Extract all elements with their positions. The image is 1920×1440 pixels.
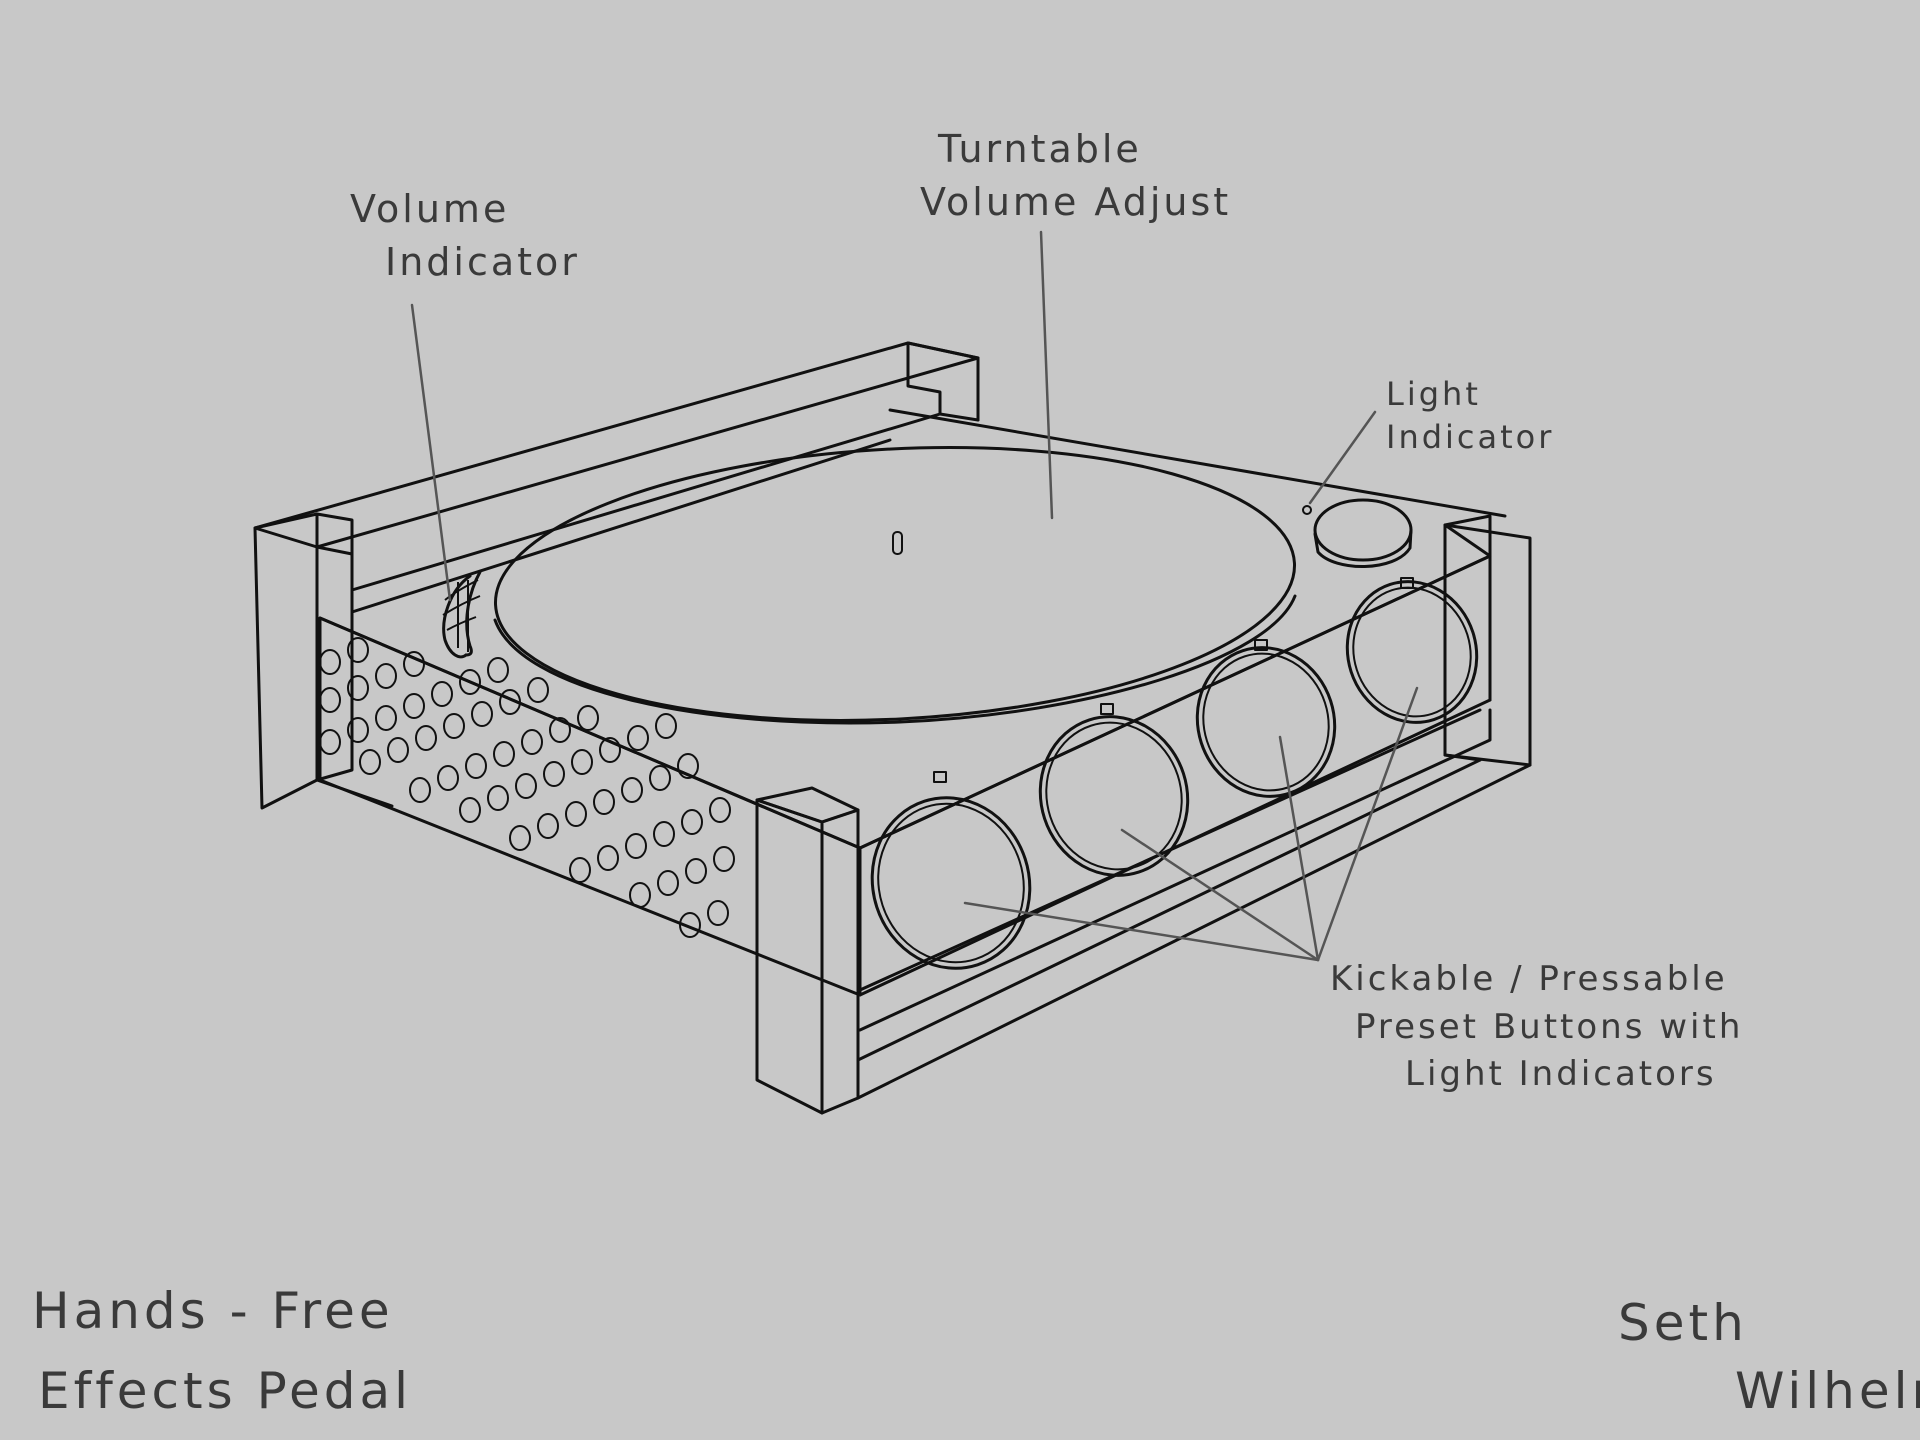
grille-hole: [471, 701, 493, 727]
master-knob[interactable]: [1302, 498, 1413, 568]
grille-hole: [437, 765, 459, 791]
grille-hole: [677, 753, 699, 779]
preset-button-2[interactable]: [1020, 697, 1208, 894]
label-volume: Volume: [350, 187, 509, 231]
grille-hole: [709, 797, 731, 823]
grille-hole: [685, 858, 707, 884]
grille-hole: [403, 693, 425, 719]
grille-hole: [649, 765, 671, 791]
speaker-grille: [319, 637, 735, 938]
grille-hole: [347, 717, 369, 743]
label-kickable: Kickable / Pressable: [1330, 959, 1728, 999]
grille-hole: [597, 845, 619, 871]
leader-volume-indicator: [410, 303, 452, 602]
grille-hole: [565, 801, 587, 827]
leader-preset-1: [963, 901, 1320, 962]
grille-hole: [319, 649, 341, 675]
grille-hole: [347, 637, 369, 663]
grille-hole: [487, 785, 509, 811]
grille-hole: [443, 713, 465, 739]
label-light: Light: [1386, 375, 1481, 413]
label-turntable: Turntable: [937, 127, 1142, 171]
grille-hole: [319, 687, 341, 713]
turntable-platter[interactable]: [488, 428, 1301, 739]
grille-hole: [621, 777, 643, 803]
preset-light-3: [1254, 639, 1268, 651]
grille-hole: [543, 761, 565, 787]
label-preset-buttons: Preset Buttons with: [1355, 1007, 1743, 1047]
preset-light-2: [1100, 703, 1114, 715]
front-corner-frame: [755, 758, 1532, 1115]
grille-hole: [493, 741, 515, 767]
grille-hole: [571, 749, 593, 775]
grille-hole: [509, 825, 531, 851]
grille-hole: [459, 669, 481, 695]
preset-button-4[interactable]: [1329, 565, 1495, 740]
grille-hole: [625, 833, 647, 859]
grille-hole: [629, 882, 651, 908]
label-light-indicator: Indicator: [1386, 418, 1554, 456]
grille-hole: [465, 753, 487, 779]
label-indicator: Indicator: [385, 240, 580, 284]
grille-hole: [707, 900, 729, 926]
grille-hole: [713, 846, 735, 872]
grille-hole: [459, 797, 481, 823]
grille-hole: [359, 749, 381, 775]
grille-hole: [569, 857, 591, 883]
preset-button-1[interactable]: [850, 771, 1052, 989]
volume-indicator-wheel: [442, 570, 482, 659]
grille-hole: [549, 717, 571, 743]
grille-hole: [375, 663, 397, 689]
grille-hole: [679, 912, 701, 938]
grille-hole: [375, 705, 397, 731]
grille-hole: [653, 821, 675, 847]
preset-light-1: [933, 771, 947, 783]
label-volume-adjust: Volume Adjust: [920, 180, 1231, 224]
grille-hole: [499, 689, 521, 715]
leader-preset-3: [1278, 735, 1320, 962]
grille-hole: [527, 677, 549, 703]
preset-light-4: [1400, 577, 1414, 589]
leader-preset-4: [1316, 686, 1419, 962]
signature-first: Seth: [1618, 1294, 1748, 1352]
leader-light-indicator: [1308, 410, 1377, 505]
grille-hole: [627, 725, 649, 751]
leader-lines: [410, 230, 1419, 962]
grille-hole: [599, 737, 621, 763]
title-line-1: Hands - Free: [32, 1282, 394, 1340]
grille-hole: [537, 813, 559, 839]
light-indicator-led: [1302, 505, 1312, 515]
grille-hole: [487, 657, 509, 683]
grille-hole: [319, 729, 341, 755]
grille-hole: [431, 681, 453, 707]
grille-hole: [415, 725, 437, 751]
leader-preset-2: [1120, 828, 1320, 962]
annotations: Volume Indicator Turntable Volume Adjust…: [32, 127, 1920, 1420]
back-rail: [253, 341, 980, 614]
label-light-indicators: Light Indicators: [1405, 1054, 1717, 1094]
spindle-icon: [892, 531, 903, 555]
leader-turntable: [1039, 230, 1054, 520]
grille-hole: [593, 789, 615, 815]
grille-hole: [403, 651, 425, 677]
grille-hole: [657, 870, 679, 896]
grille-hole: [521, 729, 543, 755]
grille-hole: [347, 675, 369, 701]
grille-hole: [409, 777, 431, 803]
grille-hole: [387, 737, 409, 763]
grille-hole: [681, 809, 703, 835]
grille-hole: [577, 705, 599, 731]
grille-hole: [655, 713, 677, 739]
title-line-2: Effects Pedal: [38, 1362, 412, 1420]
grille-hole: [515, 773, 537, 799]
signature-last: Wilhelm: [1735, 1362, 1920, 1420]
